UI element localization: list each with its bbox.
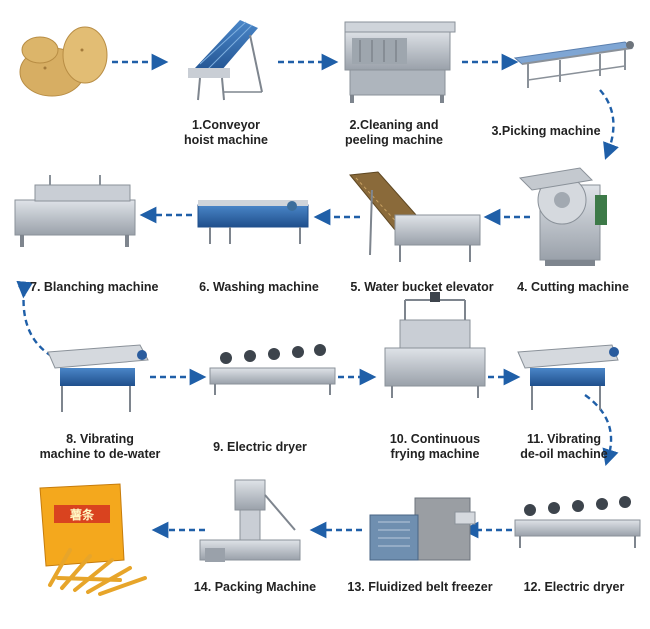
package-text: 薯条 [69,507,95,522]
fries-package-image: 薯条 [39,483,147,596]
step-1-label: 1.Conveyor hoist machine [183,118,269,147]
step-11-label: 11. Vibrating de-oil machine [520,432,608,461]
step-8-label: 8. Vibrating machine to de-water [39,432,161,461]
machine-10-continuous-frying [384,292,486,398]
step-9-label: 9. Electric dryer [213,440,307,454]
step-5-label: 5. Water bucket elevator [350,280,494,294]
step-10-label: 10. Continuous frying machine [389,432,481,461]
arrow-3-to-4 [599,89,619,160]
step-4-label: 4. Cutting machine [517,280,629,294]
step-3-label: 3.Picking machine [491,124,601,138]
step-13-label: 13. Fluidized belt freezer [347,580,493,594]
machine-7-blanching [14,175,136,247]
machine-8-vibrating-dewater [47,344,149,412]
arrow-7-head [18,286,30,296]
machine-1-conveyor-hoist [188,20,263,101]
machine-14-packing [199,479,301,562]
machine-11-vibrating-deoil [517,344,619,410]
potato-image [19,26,108,97]
step-6-label: 6. Washing machine [199,280,319,294]
machine-5-water-bucket-elevator [349,171,481,262]
arrow-11-to-12 [584,394,619,467]
step-14-label: 14. Packing Machine [193,580,317,594]
step-12-label: 12. Electric dryer [523,580,625,594]
machine-2-cleaning-peeling [344,21,456,103]
machine-4-cutting [518,167,607,266]
machine-3-picking [513,41,634,88]
machine-6-washing [197,200,309,244]
machine-13-fluidized-belt-freezer [369,497,476,561]
flow-arrows [16,53,619,539]
machine-9-electric-dryer [209,344,336,395]
arrow-7-to-8 [16,280,51,356]
step-2-label: 2.Cleaning and peeling machine [345,118,443,147]
step-7-label: 7. Blanching machine [30,280,159,294]
machine-12-electric-dryer [514,496,641,548]
